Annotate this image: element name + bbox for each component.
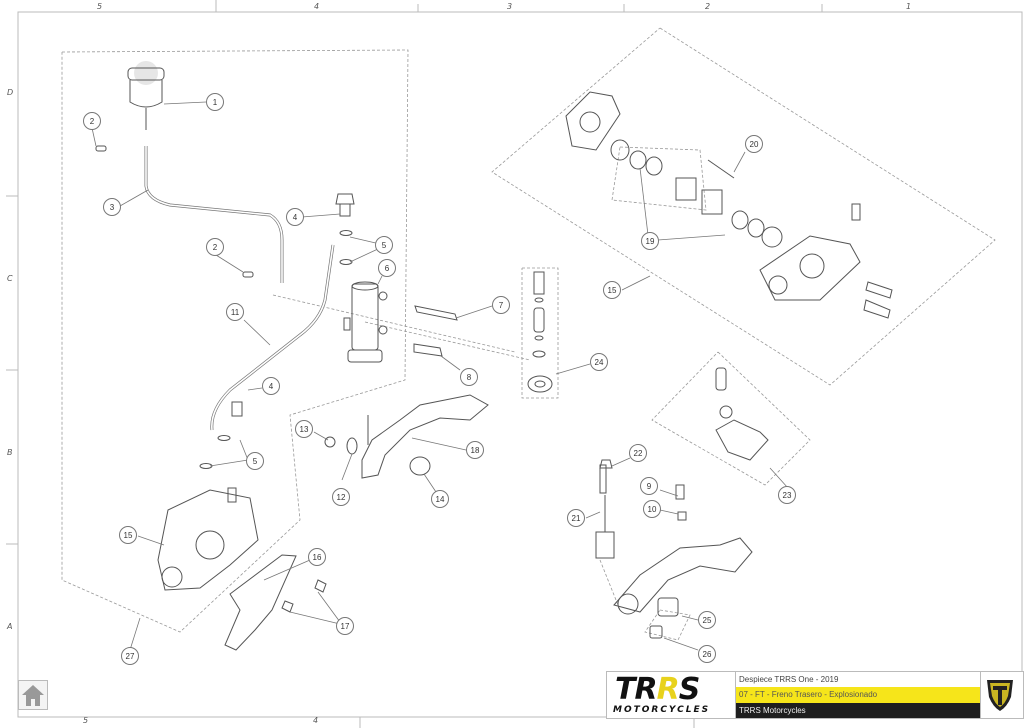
callout-4a[interactable]: 4 (286, 208, 304, 226)
callout-23[interactable]: 23 (778, 486, 796, 504)
title-row-section: 07 - FT - Freno Trasero - Explosionado (736, 687, 980, 703)
zone-label-bottom-5: 5 (83, 716, 89, 725)
zone-label-top-4: 4 (314, 2, 320, 11)
logo-text-main: TR (615, 672, 658, 707)
callout-17[interactable]: 17 (336, 617, 354, 635)
caliper-guard (224, 554, 297, 651)
callout-19[interactable]: 19 (641, 232, 659, 250)
bushing-outline (644, 609, 691, 641)
callout-26[interactable]: 26 (698, 645, 716, 663)
zone-label-row-A: A (7, 622, 13, 631)
callout-2a[interactable]: 2 (83, 112, 101, 130)
zone-label-row-C: C (7, 274, 13, 283)
piston-kit (527, 271, 553, 393)
callout-9[interactable]: 9 (640, 477, 658, 495)
zone-label-top-5: 5 (97, 2, 103, 11)
callout-13[interactable]: 13 (295, 420, 313, 438)
callout-5b[interactable]: 5 (246, 452, 264, 470)
logo-text-accent: R (656, 672, 680, 707)
title-rows: Despiece TRRS One - 2019 07 - FT - Freno… (735, 672, 981, 718)
logo-wordmark: TRRS (615, 672, 701, 707)
callout-25[interactable]: 25 (698, 611, 716, 629)
master-cylinder (343, 281, 388, 363)
leader-lines (91, 101, 789, 651)
callout-18[interactable]: 18 (466, 441, 484, 459)
callout-12[interactable]: 12 (332, 488, 350, 506)
callout-8[interactable]: 8 (460, 368, 478, 386)
callout-10[interactable]: 10 (643, 500, 661, 518)
callout-21[interactable]: 21 (567, 509, 585, 527)
assembly-outlines (61, 27, 996, 641)
footrest (715, 367, 769, 461)
callout-14[interactable]: 14 (431, 490, 449, 508)
reservoir (127, 61, 165, 130)
logo-text-end: S (678, 672, 701, 707)
callout-7[interactable]: 7 (492, 296, 510, 314)
home-button[interactable] (18, 680, 48, 710)
title-row-company: TRRS Motorcycles (736, 702, 980, 718)
callout-16[interactable]: 16 (308, 548, 326, 566)
zone-label-top-2: 2 (705, 2, 711, 11)
zone-label-row-D: D (7, 88, 14, 97)
trrs-shield-icon (987, 680, 1013, 711)
callout-5a[interactable]: 5 (375, 236, 393, 254)
piston-kit-outline (521, 267, 559, 399)
callout-2b[interactable]: 2 (206, 238, 224, 256)
callout-1[interactable]: 1 (206, 93, 224, 111)
zone-label-row-B: B (7, 448, 13, 457)
callout-3[interactable]: 3 (103, 198, 121, 216)
parts-line-art (95, 61, 893, 651)
drawing-frame (17, 11, 1023, 718)
rear-caliper (157, 487, 259, 591)
callout-20[interactable]: 20 (745, 135, 763, 153)
zone-label-top-1: 1 (906, 2, 912, 11)
master-cylinder-group-outline (61, 49, 409, 633)
title-row-document: Despiece TRRS One - 2019 (739, 675, 839, 684)
callout-22[interactable]: 22 (629, 444, 647, 462)
title-block: TRRS MOTORCYCLES Despiece TRRS One - 201… (606, 671, 1024, 719)
front-caliper-group-outline (491, 27, 996, 386)
brake-lever (324, 394, 489, 479)
footrest-group-outline (651, 351, 811, 486)
zone-label-bottom-4: 4 (313, 716, 319, 725)
home-icon (22, 685, 44, 706)
callout-24[interactable]: 24 (590, 353, 608, 371)
callout-6[interactable]: 6 (378, 259, 396, 277)
logo-subtitle: MOTORCYCLES (613, 705, 711, 715)
callout-27[interactable]: 27 (121, 647, 139, 665)
callout-4b[interactable]: 4 (262, 377, 280, 395)
front-caliper-assembly (565, 91, 893, 319)
trrs-logo: TRRS MOTORCYCLES (609, 674, 733, 716)
callout-15a[interactable]: 15 (119, 526, 137, 544)
zone-label-top-3: 3 (507, 2, 513, 11)
callout-15b[interactable]: 15 (603, 281, 621, 299)
pads-outline (611, 146, 707, 211)
callout-11[interactable]: 11 (226, 303, 244, 321)
